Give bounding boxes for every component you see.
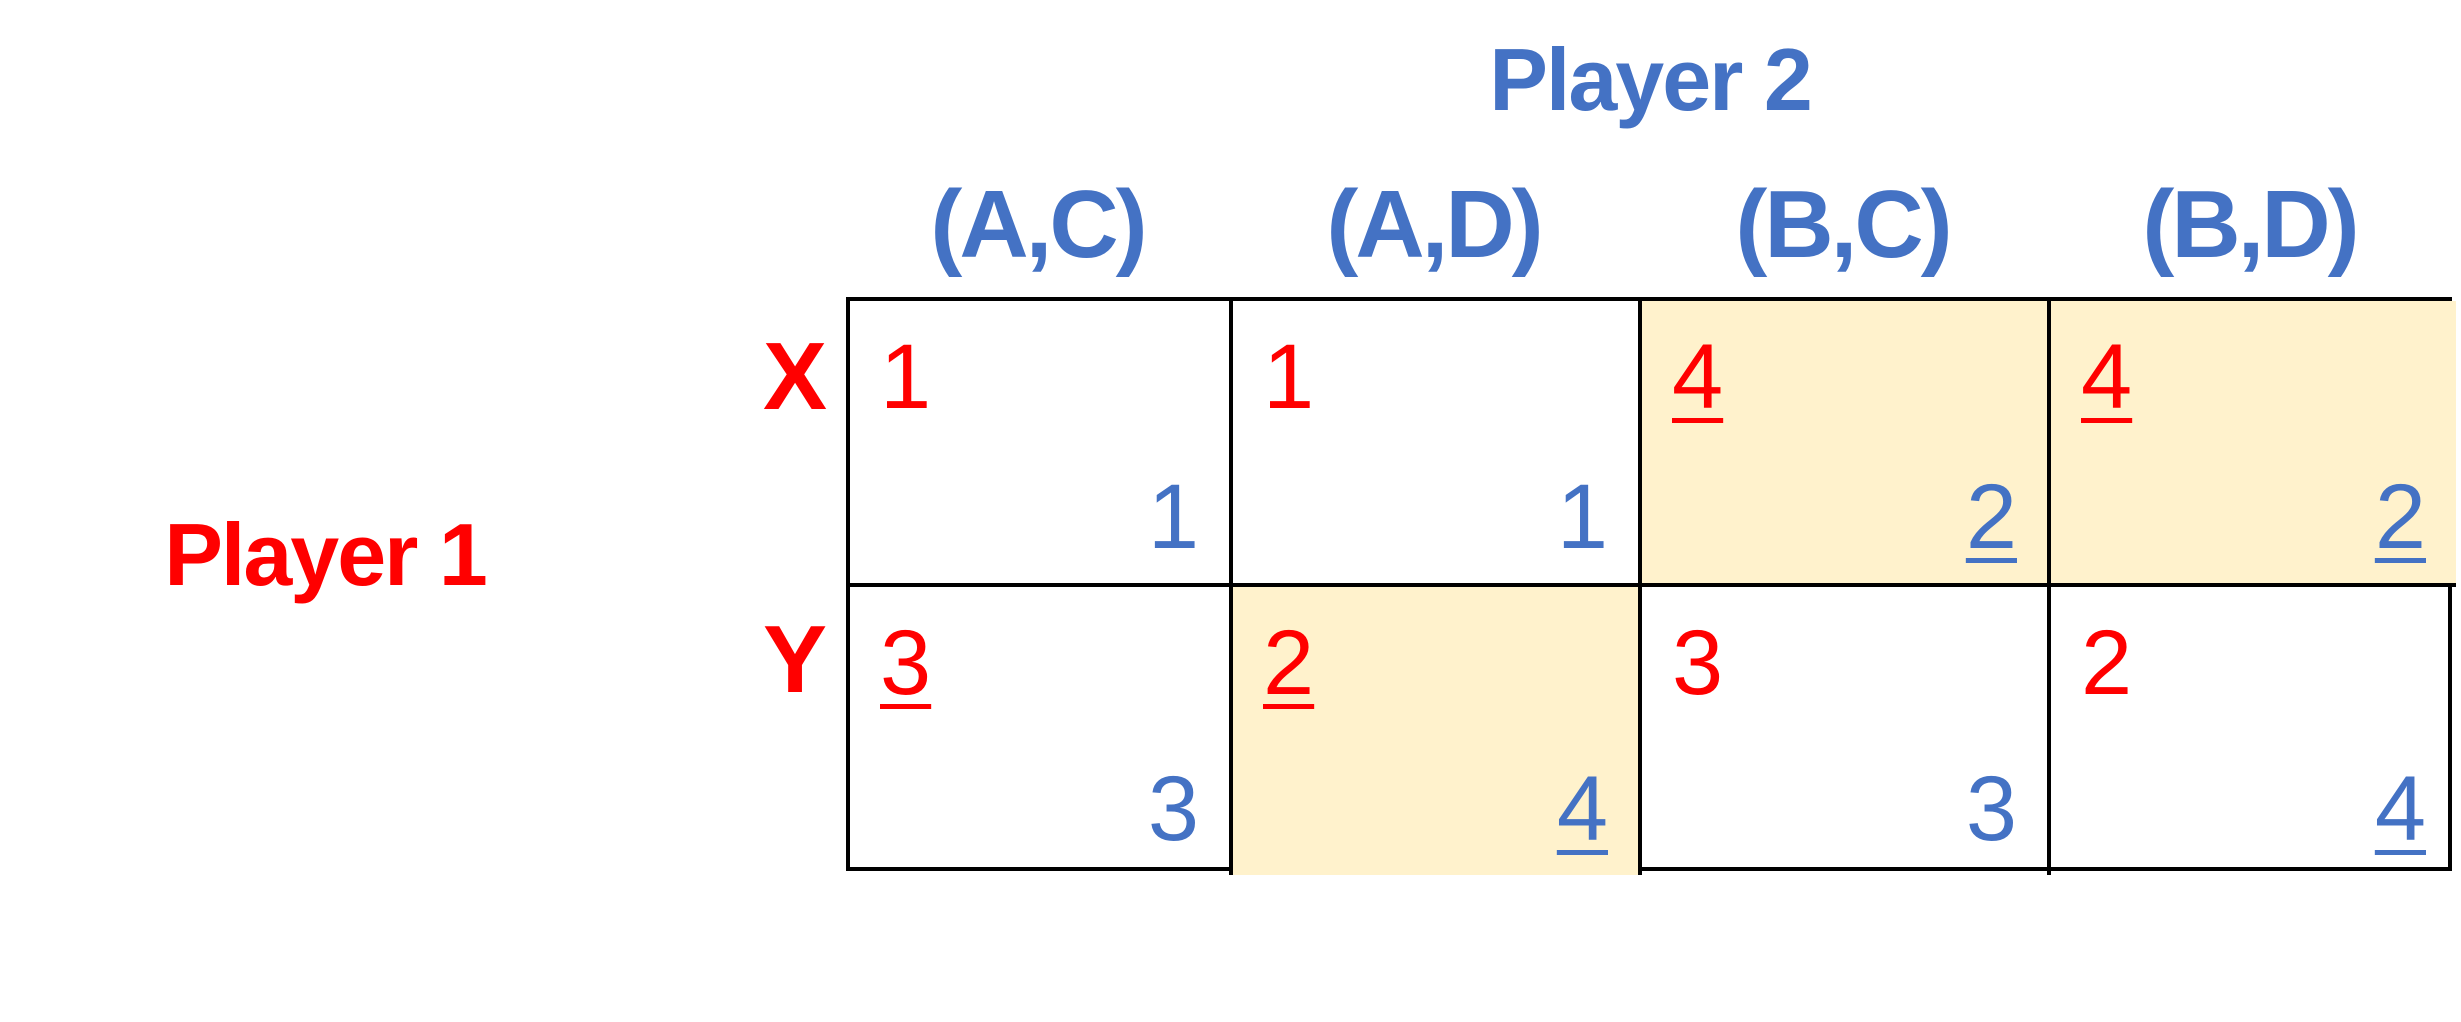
payoff-cell-y-bc: 3 3	[1642, 587, 2051, 875]
payoff-cell-x-bc: 4 2	[1642, 301, 2051, 587]
payoff-cell-y-ac: 3 3	[850, 587, 1233, 875]
payoff-cell-x-ac: 1 1	[850, 301, 1233, 587]
payoff-cell-x-ad: 1 1	[1233, 301, 1642, 587]
player-2-payoff: 2	[1965, 466, 2017, 568]
player-2-payoff: 1	[1147, 466, 1199, 568]
payoff-matrix: 1 1 1 1 4 2 4 2 3 3 2 4 3 3 2 4	[846, 297, 2456, 875]
column-label-ac: (A,C)	[930, 171, 1147, 278]
row-label-y: Y	[762, 606, 828, 713]
player-1-label: Player 1	[164, 505, 488, 604]
player-2-payoff: 3	[1965, 758, 2017, 860]
column-label-ad: (A,D)	[1326, 171, 1543, 278]
player-2-payoff: 4	[2374, 758, 2426, 860]
player-2-label: Player 2	[1489, 30, 1813, 129]
column-label-bc: (B,C)	[1735, 171, 1952, 278]
player-1-payoff: 1	[1263, 326, 1315, 428]
player-2-payoff: 1	[1556, 466, 1608, 568]
payoff-cell-x-bd: 4 2	[2051, 301, 2456, 587]
player-2-payoff: 4	[1556, 758, 1608, 860]
player-1-payoff: 4	[2081, 326, 2133, 428]
row-label-x: X	[762, 323, 828, 430]
player-1-payoff: 3	[1672, 612, 1724, 714]
player-1-payoff: 3	[880, 612, 932, 714]
player-1-payoff: 1	[880, 326, 932, 428]
player-2-payoff: 2	[2374, 466, 2426, 568]
player-2-payoff: 3	[1147, 758, 1199, 860]
player-1-payoff: 2	[1263, 612, 1315, 714]
column-label-bd: (B,D)	[2142, 171, 2359, 278]
player-1-payoff: 4	[1672, 326, 1724, 428]
payoff-cell-y-ad: 2 4	[1233, 587, 1642, 875]
payoff-cell-y-bd: 2 4	[2051, 587, 2456, 875]
player-1-payoff: 2	[2081, 612, 2133, 714]
